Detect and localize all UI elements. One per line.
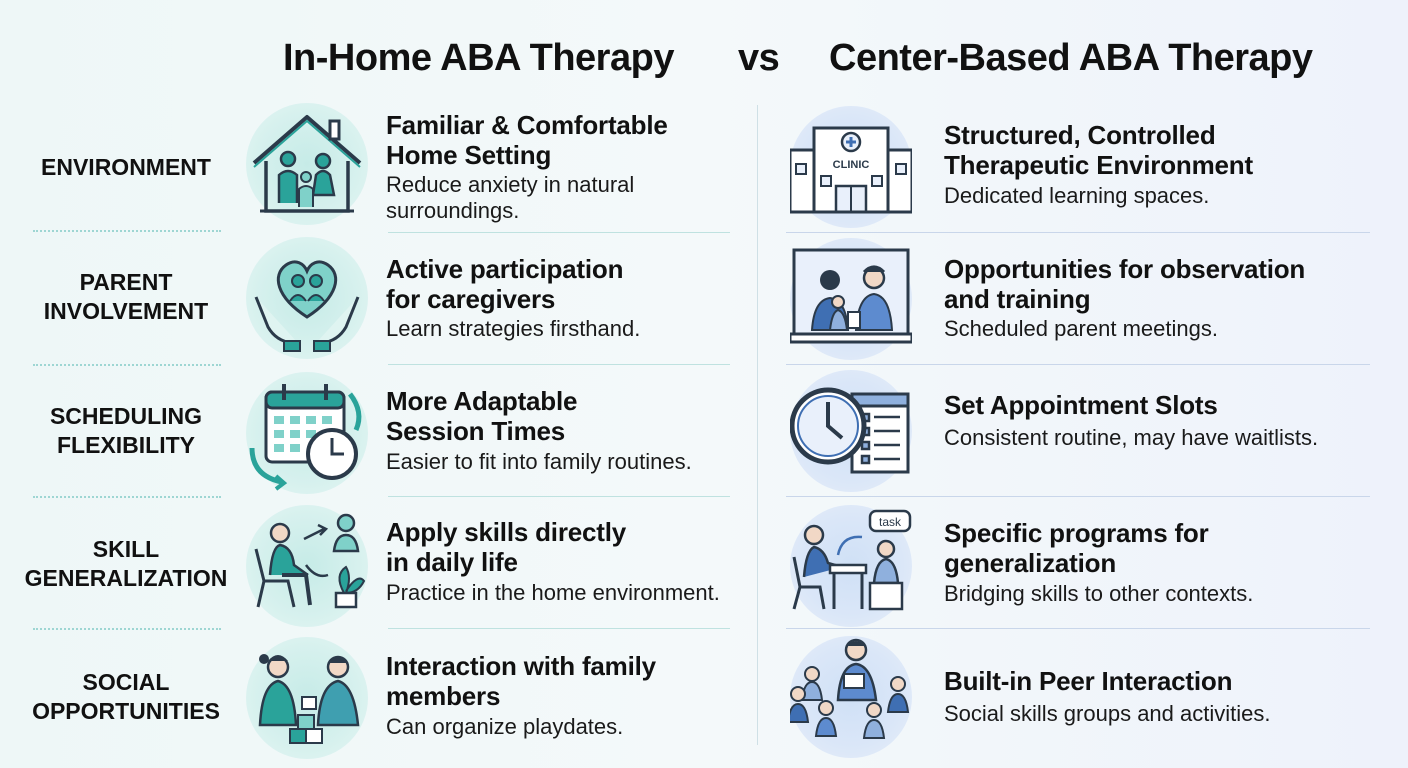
in-home-title: In-Home ABA Therapy bbox=[283, 37, 674, 79]
scheduling-center-detail: Consistent routine, may have waitlists. bbox=[944, 425, 1319, 450]
row-separator bbox=[786, 496, 1370, 497]
social-center-detail: Social skills groups and activities. bbox=[944, 701, 1271, 726]
environment-center-detail: Dedicated learning spaces. bbox=[944, 183, 1210, 208]
social-center-heading: Built-in Peer Interaction bbox=[944, 666, 1233, 696]
parent-in-home-detail: Learn strategies firsthand. bbox=[386, 316, 641, 341]
center-based-title: Center-Based ABA Therapy bbox=[829, 37, 1313, 79]
house-family-icon bbox=[246, 103, 368, 225]
social-in-home-detail: Can organize playdates. bbox=[386, 714, 624, 739]
row-separator bbox=[388, 496, 730, 497]
peer-group-icon bbox=[790, 636, 912, 758]
scheduling-in-home-detail: Easier to fit into family routines. bbox=[386, 449, 692, 474]
row-separator bbox=[388, 232, 730, 233]
kids-playing-icon bbox=[246, 637, 368, 759]
label-separator bbox=[33, 496, 221, 498]
hands-heart-icon bbox=[246, 237, 368, 359]
scheduling-center-heading: Set Appointment Slots bbox=[944, 390, 1218, 420]
calendar-clock-icon bbox=[246, 372, 368, 494]
clock-checklist-icon bbox=[790, 370, 912, 492]
task-bubble-text: task bbox=[879, 515, 902, 529]
skill-in-home-detail: Practice in the home environment. bbox=[386, 580, 720, 605]
observation-window-icon bbox=[790, 238, 912, 360]
vs-label: vs bbox=[738, 37, 780, 79]
label-separator bbox=[33, 230, 221, 232]
clinic-building-icon: CLINIC bbox=[790, 106, 912, 228]
row-separator bbox=[388, 628, 730, 629]
row-separator bbox=[388, 364, 730, 365]
column-divider bbox=[757, 105, 758, 745]
label-separator bbox=[33, 628, 221, 630]
row-separator bbox=[786, 628, 1370, 629]
parent-center-detail: Scheduled parent meetings. bbox=[944, 316, 1218, 341]
skill-practice-icon bbox=[246, 505, 368, 627]
label-separator bbox=[33, 364, 221, 366]
skill-center-detail: Bridging skills to other contexts. bbox=[944, 581, 1254, 606]
row-separator bbox=[786, 364, 1370, 365]
desk-task-icon: task bbox=[790, 505, 912, 627]
row-label-environment: ENVIRONMENT bbox=[41, 154, 211, 180]
clinic-sign-text: CLINIC bbox=[833, 159, 870, 171]
row-separator bbox=[786, 232, 1370, 233]
